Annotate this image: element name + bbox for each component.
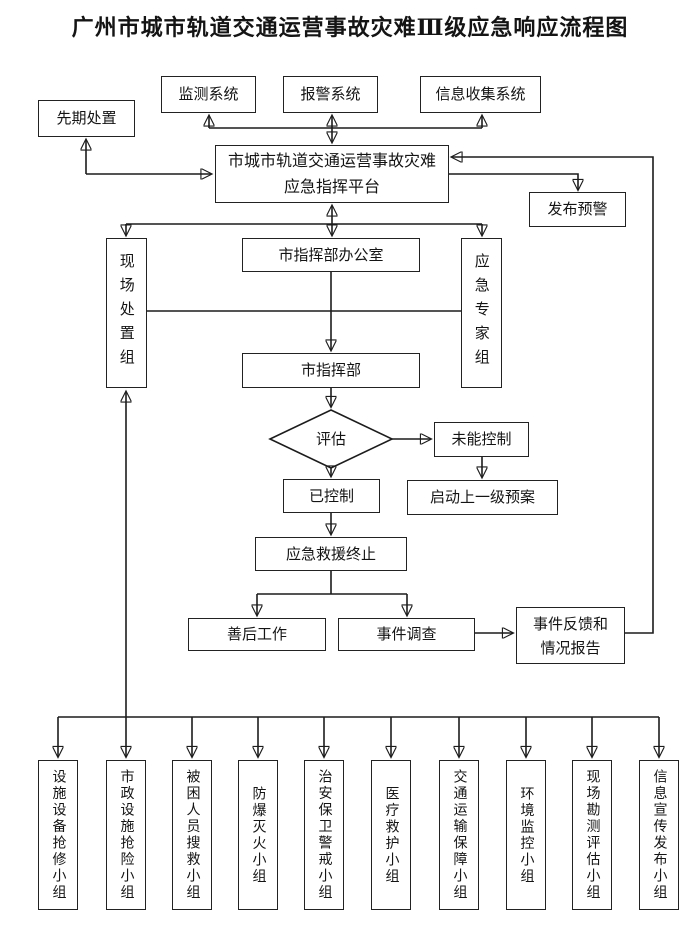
group-label: 信息宣传发布小组 xyxy=(651,769,668,901)
emergency-expert-group-label: 应急专家组 xyxy=(472,253,491,373)
node-group-trapped-person-search-rescue: 被困人员搜救小组 xyxy=(172,760,212,910)
page-title: 广州市城市轨道交通运营事故灾难Ⅲ级应急响应流程图 xyxy=(71,15,629,41)
node-group-explosion-proof-firefighting: 防爆灭火小组 xyxy=(238,760,278,910)
node-monitoring-system: 监测系统 xyxy=(161,76,256,113)
group-label: 被困人员搜救小组 xyxy=(184,769,201,901)
command-platform-line1: 市城市轨道交通运营事故灾难 xyxy=(227,151,436,171)
node-not-controlled: 未能控制 xyxy=(434,422,529,457)
node-command-office: 市指挥部办公室 xyxy=(242,238,420,272)
node-onsite-disposal-group: 现场处置组 xyxy=(106,238,147,388)
incident-feedback-line1: 事件反馈和 xyxy=(532,614,608,633)
node-incident-investigation: 事件调查 xyxy=(338,618,475,651)
onsite-disposal-group-label: 现场处置组 xyxy=(117,253,136,373)
node-group-info-publicity-release: 信息宣传发布小组 xyxy=(639,760,679,910)
node-group-transport-support: 交通运输保障小组 xyxy=(439,760,479,910)
node-initial-disposal: 先期处置 xyxy=(38,100,135,137)
node-activate-higher-level-plan: 启动上一级预案 xyxy=(407,480,558,515)
node-command-platform: 市城市轨道交通运营事故灾难 应急指挥平台 xyxy=(215,145,449,203)
node-info-collection-system: 信息收集系统 xyxy=(420,76,541,113)
evaluation-diamond-shape xyxy=(268,409,394,469)
node-city-command: 市指挥部 xyxy=(242,353,420,388)
node-group-facility-equipment-repair: 设施设备抢修小组 xyxy=(38,760,78,910)
node-incident-feedback-report: 事件反馈和 情况报告 xyxy=(516,607,625,664)
group-label: 治安保卫警戒小组 xyxy=(316,769,333,901)
node-aftermath-work: 善后工作 xyxy=(188,618,326,651)
connector-feedback-loop xyxy=(452,157,654,634)
group-label: 交通运输保障小组 xyxy=(451,769,468,901)
incident-feedback-line2: 情况报告 xyxy=(540,638,601,657)
node-alarm-system: 报警系统 xyxy=(283,76,378,113)
node-group-security-guard: 治安保卫警戒小组 xyxy=(304,760,344,910)
connector-termination-split xyxy=(257,571,407,595)
group-label: 设施设备抢修小组 xyxy=(50,769,67,901)
node-issue-warning: 发布预警 xyxy=(529,192,626,227)
node-emergency-expert-group: 应急专家组 xyxy=(461,238,502,388)
node-group-municipal-facility-rescue: 市政设施抢险小组 xyxy=(106,760,146,910)
node-group-site-survey-assessment: 现场勘测评估小组 xyxy=(572,760,612,910)
node-group-medical-rescue: 医疗救护小组 xyxy=(371,760,411,910)
group-label: 现场勘测评估小组 xyxy=(584,769,601,901)
node-group-environment-monitoring: 环境监控小组 xyxy=(506,760,546,910)
group-label: 环境监控小组 xyxy=(518,785,535,885)
node-controlled: 已控制 xyxy=(283,479,380,513)
group-label: 医疗救护小组 xyxy=(383,785,400,885)
command-platform-line2: 应急指挥平台 xyxy=(283,177,380,196)
group-label: 防爆灭火小组 xyxy=(250,785,267,885)
node-evaluation: 评估 xyxy=(315,429,346,448)
node-emergency-rescue-termination: 应急救援终止 xyxy=(255,537,407,571)
connector-platform-to-warning xyxy=(449,173,578,190)
group-label: 市政设施抢险小组 xyxy=(118,769,135,901)
